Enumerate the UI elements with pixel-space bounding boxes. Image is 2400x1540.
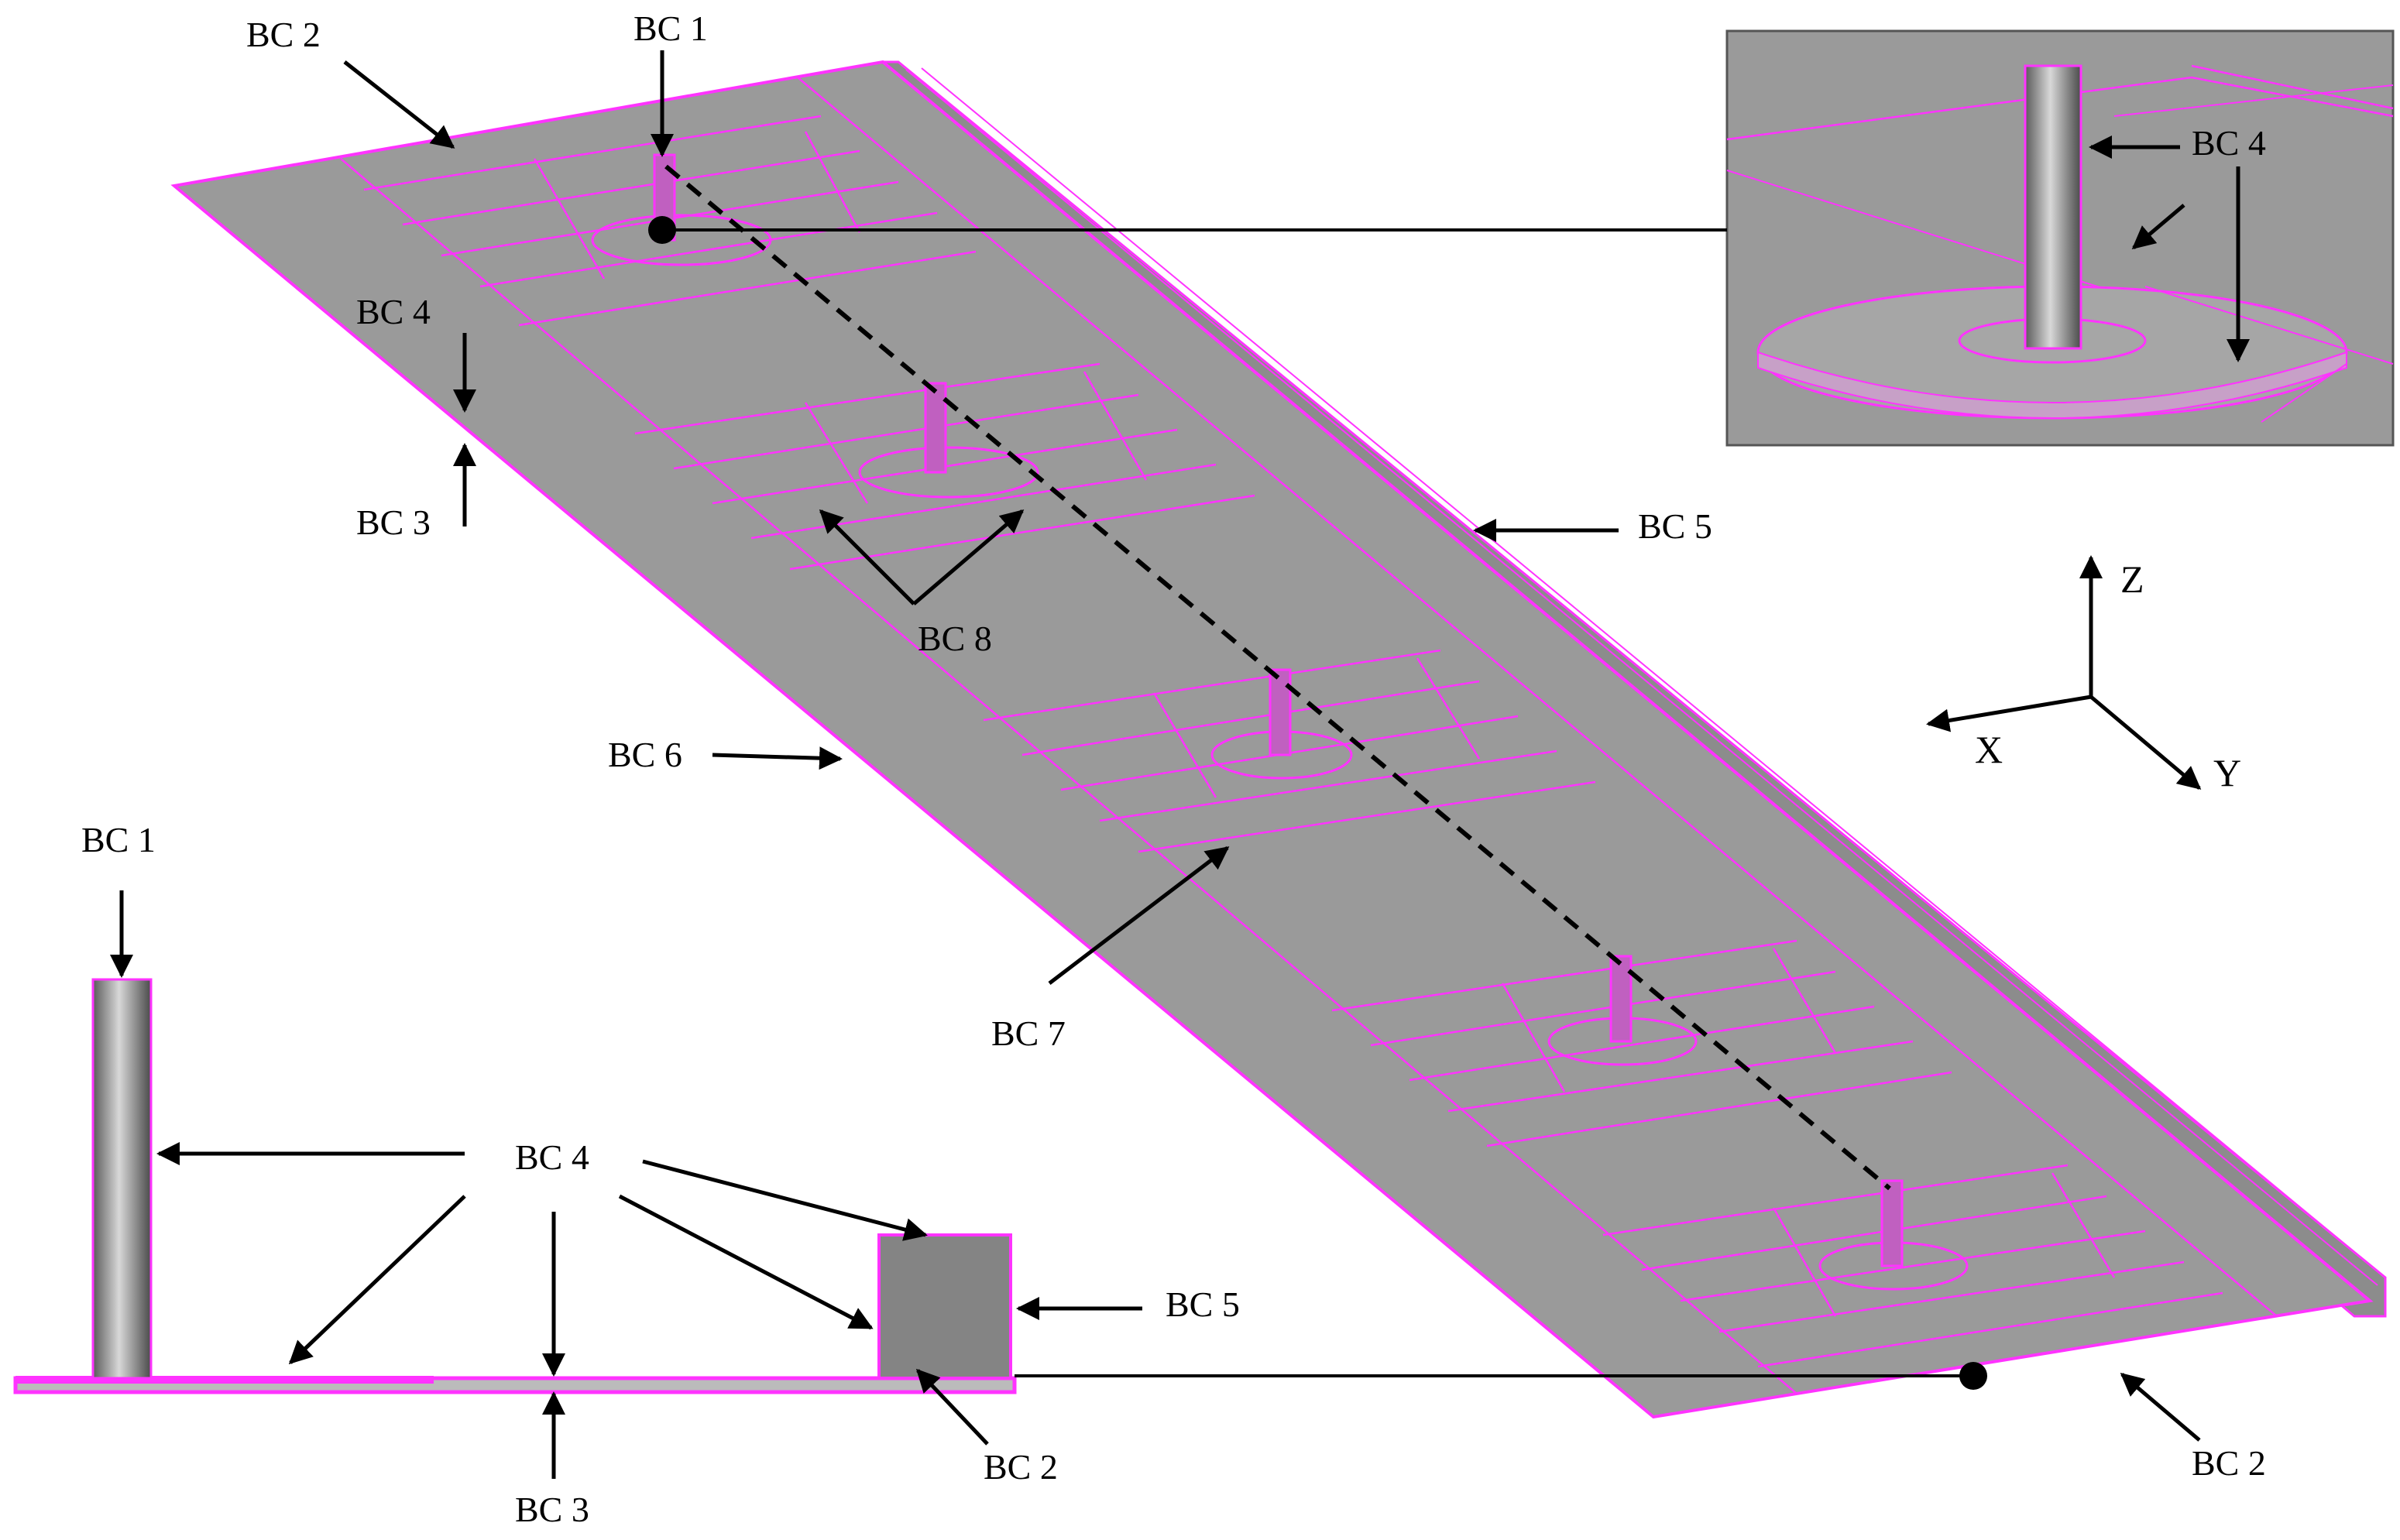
post-3	[1210, 668, 1353, 780]
post-5	[1818, 1179, 1969, 1291]
main-plate-model	[170, 60, 2387, 1419]
side-column	[91, 978, 153, 1380]
label-bc2-top: BC 2	[246, 15, 321, 54]
label-side-bc4: BC 4	[515, 1137, 589, 1177]
annotation-arrows	[110, 50, 2250, 1479]
axis-z-label: Z	[2120, 557, 2144, 601]
inset-column	[2024, 64, 2082, 350]
side-view-model	[13, 978, 1017, 1394]
label-side-bc1: BC 1	[81, 820, 156, 859]
label-bc4-left: BC 4	[356, 292, 431, 331]
filled-dot-icon	[1959, 1362, 1987, 1390]
label-inset-bc4: BC 4	[2192, 123, 2266, 163]
label-side-bc3: BC 3	[515, 1490, 589, 1529]
filled-dot-icon	[648, 216, 676, 244]
label-side-bc5: BC 5	[1166, 1284, 1240, 1324]
label-bc8: BC 8	[918, 619, 992, 658]
label-bc3-left: BC 3	[356, 502, 431, 542]
xyz-axes-icon	[1926, 555, 2202, 790]
label-bc7: BC 7	[991, 1014, 1066, 1053]
axis-y-label: Y	[2213, 751, 2241, 794]
label-bc6: BC 6	[608, 735, 682, 774]
post-2	[858, 382, 1039, 499]
post-centerline	[664, 164, 1891, 1191]
label-bc5-right: BC 5	[1638, 506, 1712, 546]
inset-detail-view	[1725, 29, 2395, 447]
label-bc1-top: BC 1	[633, 9, 708, 48]
label-side-bc2: BC 2	[984, 1447, 1058, 1487]
post-4	[1547, 955, 1698, 1066]
side-block	[877, 1233, 1012, 1380]
axis-x-label: X	[1975, 728, 2003, 771]
label-bc2-bottom-right: BC 2	[2192, 1443, 2266, 1483]
